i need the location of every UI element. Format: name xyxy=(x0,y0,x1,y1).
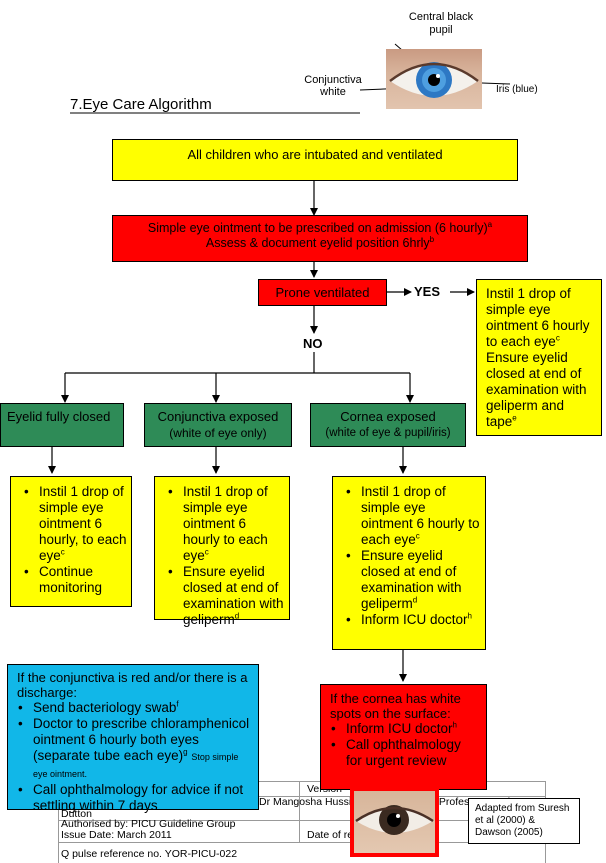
yes-label: YES xyxy=(414,284,441,299)
adapted-from-box: Adapted from Suresh et al (2000) & Dawso… xyxy=(468,798,580,844)
conjunctiva-exposed-title: Conjunctiva exposed xyxy=(157,409,279,424)
prone-yes-eyelid: Ensure eyelid closed at end of examinati… xyxy=(486,350,587,429)
cornea-action-instil: Instil 1 drop of simple eye ointment 6 h… xyxy=(346,484,481,548)
ref-b: b xyxy=(429,234,435,244)
eyelid-action-instil: Instil 1 drop of simple eye ointment 6 h… xyxy=(24,484,127,564)
prone-ventilated-box: Prone ventilated xyxy=(258,279,387,306)
cornea-action-eyelid: Ensure eyelid closed at end of examinati… xyxy=(346,548,481,612)
no-label: NO xyxy=(303,336,323,351)
conjunctiva-red-box: If the conjunctiva is red and/or there i… xyxy=(7,664,259,813)
cornea-exposed-title: Cornea exposed xyxy=(340,409,436,424)
iris-label: Iris (blue) xyxy=(496,84,538,95)
cornea-exposed-box: Cornea exposed (white of eye & pupil/iri… xyxy=(310,403,466,447)
conj-action-instil: Instil 1 drop of simple eye ointment 6 h… xyxy=(168,484,285,564)
conjunctiva-red-title: If the conjunctiva is red and/or there i… xyxy=(17,670,248,700)
footer-date-of: Date of re xyxy=(307,829,354,841)
eyelid-closed-box: Eyelid fully closed xyxy=(0,403,124,447)
pupil-label: Central black pupil xyxy=(408,11,474,36)
conjunctiva-exposed-sub: (white of eye only) xyxy=(169,426,267,440)
white-action-inform: Inform ICU doctorh xyxy=(331,721,480,737)
footer-issue-date: Issue Date: March 2011 xyxy=(61,829,172,841)
eyelid-closed-text: Eyelid fully closed xyxy=(7,409,111,424)
eyelid-closed-actions: Instil 1 drop of simple eye ointment 6 h… xyxy=(10,476,132,607)
conjunctiva-label: Conjunctiva white xyxy=(304,74,362,98)
ref-e: e xyxy=(512,413,517,423)
red-action-ophthalmology: Call ophthalmology for advice if not set… xyxy=(18,782,252,814)
dark-eye-image-icon xyxy=(355,805,434,835)
admission-ointment-line1: Simple eye ointment to be prescribed on … xyxy=(147,221,488,235)
cornea-white-spots-box: If the cornea has white spots on the sur… xyxy=(320,684,487,790)
eyelid-action-monitor: Continue monitoring xyxy=(24,564,127,596)
ref-a: a xyxy=(487,219,493,229)
cornea-actions: Instil 1 drop of simple eye ointment 6 h… xyxy=(332,476,486,650)
prone-yes-instil: Instil 1 drop of simple eye ointment 6 h… xyxy=(486,286,590,349)
eye-photo-top xyxy=(386,49,482,109)
admission-ointment-box: Simple eye ointment to be prescribed on … xyxy=(112,215,528,262)
footer-authorised: Authorised by: PICU Guideline Group xyxy=(61,818,236,830)
cornea-exposed-sub: (white of eye & pupil/iris) xyxy=(325,427,451,439)
start-text: All children who are intubated and venti… xyxy=(187,147,443,162)
cornea-white-spots-title: If the cornea has white spots on the sur… xyxy=(330,691,461,721)
ref-c: c xyxy=(555,333,560,343)
conjunctiva-actions: Instil 1 drop of simple eye ointment 6 h… xyxy=(154,476,290,627)
red-action-chloramphenicol: Doctor to prescribe chloramphenicol oint… xyxy=(18,716,252,782)
eye-image-icon xyxy=(389,62,479,98)
start-box: All children who are intubated and venti… xyxy=(112,139,518,181)
white-action-ophthalmology: Call ophthalmology for urgent review xyxy=(331,737,480,769)
cornea-action-inform: Inform ICU doctorh xyxy=(346,612,481,628)
prone-ventilated-text: Prone ventilated xyxy=(275,285,370,300)
page-title: 7.Eye Care Algorithm xyxy=(70,96,212,113)
assess-eyelid-line: Assess & document eyelid position 6hrly xyxy=(205,236,430,250)
conjunctiva-exposed-box: Conjunctiva exposed (white of eye only) xyxy=(144,403,292,447)
red-action-swab: Send bacteriology swabf xyxy=(18,700,252,716)
conj-action-eyelid: Ensure eyelid closed at end of examinati… xyxy=(168,564,285,628)
adapted-from-text: Adapted from Suresh et al (2000) & Dawso… xyxy=(475,803,570,838)
footer-qpulse: Q pulse reference no. YOR-PICU-022 xyxy=(61,848,238,860)
eye-photo-bottom xyxy=(350,787,439,857)
prone-yes-box: Instil 1 drop of simple eye ointment 6 h… xyxy=(476,279,602,436)
